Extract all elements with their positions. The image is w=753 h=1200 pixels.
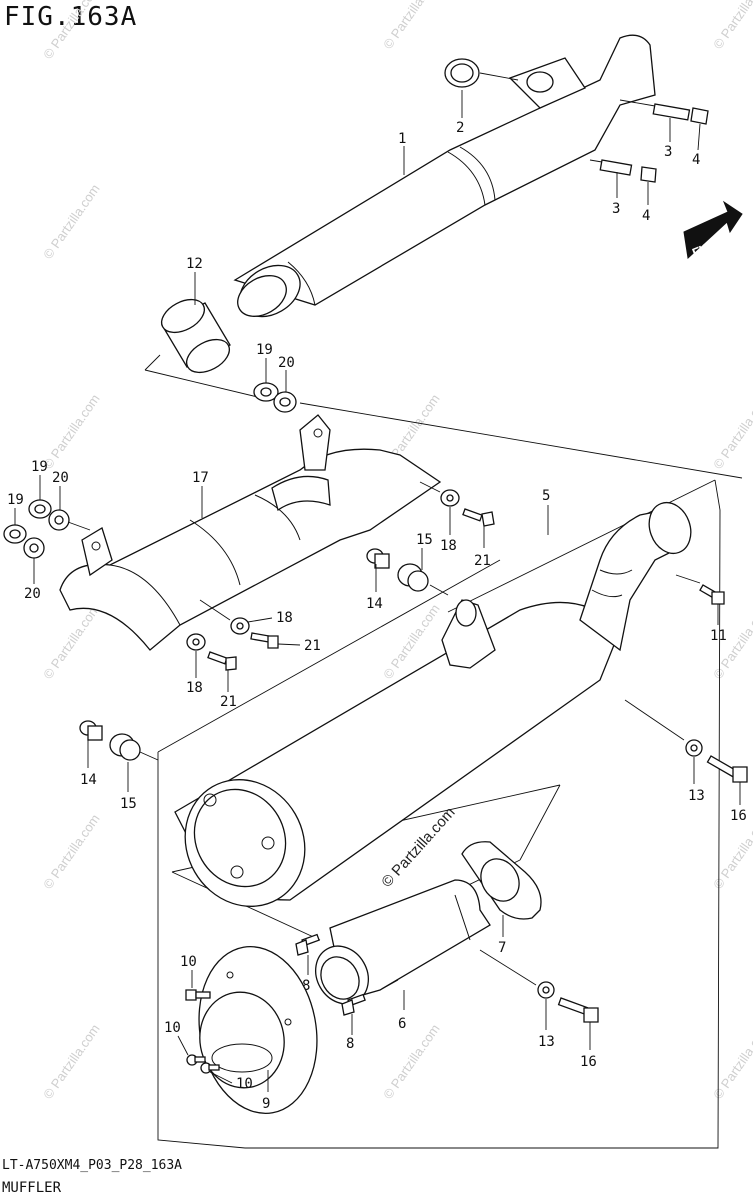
label-part-18-right: 18 <box>440 538 457 554</box>
watermark-text: © Partzilla.com <box>710 0 753 52</box>
figure-caption: MUFFLER <box>2 1180 62 1196</box>
label-part-3-lower: 3 <box>612 201 620 217</box>
label-part-15-lower: 15 <box>120 796 137 812</box>
bolt-21-center <box>250 632 279 649</box>
upper-assembly-frame <box>144 369 743 1149</box>
screw-10-right <box>200 1062 220 1074</box>
label-part-21-center: 21 <box>304 638 321 654</box>
stud-bolt-lower <box>599 159 657 183</box>
figure-code: LT-A750XM4_P03_P28_163A <box>2 1158 183 1173</box>
label-part-3-upper: 3 <box>664 144 672 160</box>
label-part-13-upper: 13 <box>688 788 705 804</box>
figure-title: FIG.163A <box>4 2 138 32</box>
watermark-text: © Partzilla.com <box>710 1021 753 1101</box>
grommet-15-lower <box>109 733 141 761</box>
washer-19-left-lower <box>3 524 27 544</box>
connector-pipe <box>161 298 231 374</box>
screw-8-upper <box>295 933 320 956</box>
label-part-16-upper: 16 <box>730 808 747 824</box>
label-part-4-upper: 4 <box>692 152 700 168</box>
watermark-text: © Partzilla.com <box>40 0 103 62</box>
gasket-part-2 <box>444 58 480 88</box>
label-part-4-lower: 4 <box>642 208 650 224</box>
watermark-text: © Partzilla.com <box>40 181 103 261</box>
watermark-text: © Partzilla.com <box>710 391 753 471</box>
muffler-body <box>174 501 692 907</box>
screw-10-left <box>186 1054 206 1066</box>
label-part-20-left-upper: 20 <box>52 470 69 486</box>
watermark-text: © Partzilla.com <box>380 1021 443 1101</box>
label-part-17: 17 <box>192 470 209 486</box>
bolt-16-upper <box>706 755 748 783</box>
watermark-text: © Partzilla.com <box>40 1021 103 1101</box>
exhaust-pipe <box>233 34 656 318</box>
bolt-11 <box>699 584 725 605</box>
label-part-21-right: 21 <box>474 553 491 569</box>
label-part-20-top: 20 <box>278 355 295 371</box>
label-part-19-left-lower: 19 <box>7 492 24 508</box>
watermark-text: © Partzilla.com <box>40 391 103 471</box>
label-part-1: 1 <box>398 131 406 147</box>
washer-18-lower <box>186 633 206 651</box>
label-part-10-top: 10 <box>180 954 197 970</box>
label-part-19-left-upper: 19 <box>31 459 48 475</box>
fwd-direction-badge: FWD <box>683 200 743 261</box>
label-part-20-left-lower: 20 <box>24 586 41 602</box>
screw-10-top <box>185 989 211 1001</box>
label-part-5: 5 <box>542 488 550 504</box>
label-part-13-lower: 13 <box>538 1034 555 1050</box>
bushing-20-top <box>273 391 297 413</box>
label-part-7: 7 <box>498 940 506 956</box>
label-part-14-lower: 14 <box>80 772 97 788</box>
label-part-11: 11 <box>710 628 727 644</box>
bolt-21-lower <box>207 651 237 671</box>
bolt-21-right <box>462 508 495 527</box>
bushing-14-lower <box>79 720 103 741</box>
label-part-18-center: 18 <box>276 610 293 626</box>
spark-arrester <box>315 879 491 1005</box>
label-part-8-upper: 8 <box>302 978 310 994</box>
washer-18-center <box>230 617 250 635</box>
gasket-part-7 <box>461 841 542 920</box>
label-part-14-upper: 14 <box>366 596 383 612</box>
washer-18-right <box>440 489 460 507</box>
washer-19-left-upper <box>28 499 52 519</box>
heat-shield <box>59 414 442 651</box>
label-part-8-lower: 8 <box>346 1036 354 1052</box>
screw-8-lower <box>341 993 366 1016</box>
grommet-15-upper <box>397 563 429 592</box>
label-part-19-top: 19 <box>256 342 273 358</box>
label-part-15-upper: 15 <box>416 532 433 548</box>
bushing-20-left-lower <box>23 537 45 559</box>
bushing-14-upper <box>366 548 390 569</box>
end-cap <box>198 946 318 1114</box>
stud-bolt-upper <box>652 103 709 125</box>
label-part-16-lower: 16 <box>580 1054 597 1070</box>
label-part-6: 6 <box>398 1016 406 1032</box>
label-part-21-lower: 21 <box>220 694 237 710</box>
watermark-text: © Partzilla.com <box>380 0 443 52</box>
washer-13-lower <box>537 981 555 999</box>
label-part-9: 9 <box>262 1096 270 1112</box>
label-part-10-left: 10 <box>164 1020 181 1036</box>
watermark-text: © Partzilla.com <box>40 811 103 891</box>
label-part-10-right: 10 <box>236 1076 253 1092</box>
bolt-16-lower <box>557 997 599 1023</box>
bushing-20-left-upper <box>48 509 70 531</box>
label-part-2: 2 <box>456 120 464 136</box>
label-part-12: 12 <box>186 256 203 272</box>
watermark-text: © Partzilla.com <box>40 601 103 681</box>
washer-13-upper <box>685 739 703 757</box>
label-part-18-lower: 18 <box>186 680 203 696</box>
